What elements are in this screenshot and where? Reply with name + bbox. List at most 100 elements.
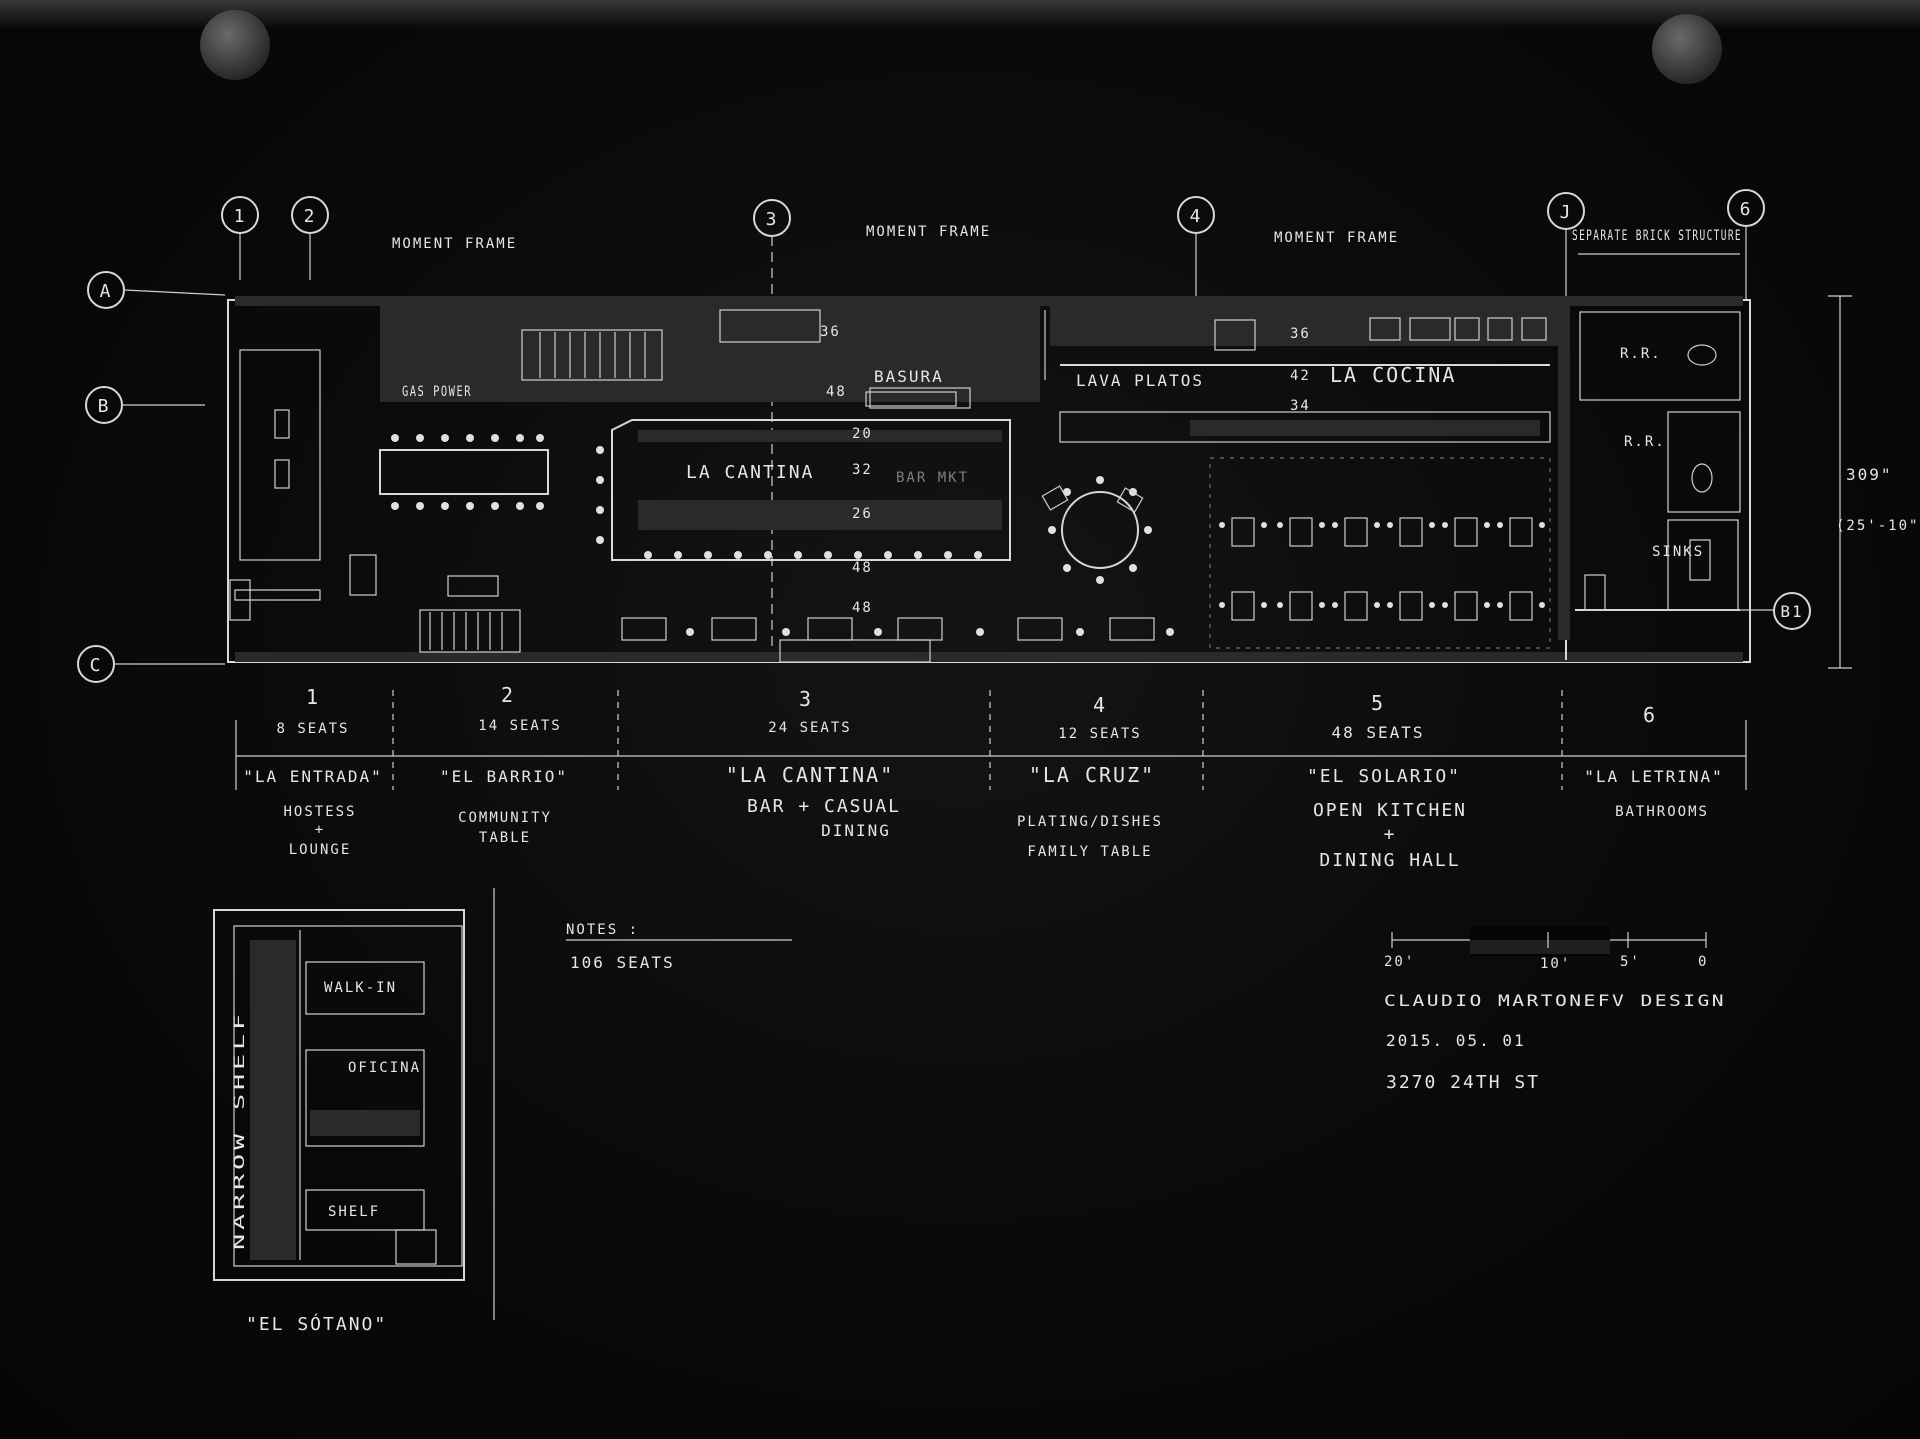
zone-dimension-line [235,690,1747,790]
label-bar-mark: BAR MKT [896,470,969,486]
kitchen [865,310,1551,443]
zone-6-desc-1: BATHROOMS [1615,804,1709,820]
label-rr-1: R.R. [1620,346,1662,362]
zone-2: 2 14 SEATS "EL BARRIO" COMMUNITY TABLE [440,683,568,846]
label-moment-frame-3: MOMENT FRAME [1274,230,1399,246]
scale-label-0: 0 [1698,954,1708,970]
detail-tag-b1: B1 [1780,602,1803,621]
dim-48a: 48 [826,384,847,400]
zone-4-desc-2: FAMILY TABLE [1027,844,1152,860]
zone-3-desc-1: BAR + CASUAL [747,796,901,817]
dining-hall-tables [1209,457,1551,649]
label-gas-power: GAS POWER [402,384,472,400]
dim-48c: 48 [852,600,873,616]
grid-row-b: B [98,396,111,417]
label-oficina: OFICINA [348,1060,421,1076]
designer-name: CLAUDIO MARTONEFV DESIGN [1384,991,1726,1010]
paper-roll-edge [0,0,1920,28]
zone-5-desc-2: + [1384,824,1397,845]
basement-plan [213,888,495,1320]
basement-labels: WALK-IN OFICINA SHELF NARROW SHELF "EL S… [232,980,421,1335]
dim-26: 26 [852,506,873,522]
dim-overall-ft: (25'-10") [1836,518,1920,534]
site-address: 3270 24TH ST [1386,1072,1540,1093]
scale-label-5: 5' [1620,954,1641,970]
zone-4-name: "LA CRUZ" [1029,763,1155,787]
entrance-lounge [229,349,377,621]
label-separate-brick: SEPARATE BRICK STRUCTURE [1572,228,1742,244]
zone-1-number: 1 [306,685,320,709]
label-moment-frame-2: MOMENT FRAME [866,224,991,240]
zone-4-number: 4 [1093,693,1107,717]
zone-4: 4 12 SEATS "LA CRUZ" PLATING/DISHES FAMI… [1017,693,1163,860]
zone-1-seats: 8 SEATS [276,721,349,737]
label-narrow-shelf: NARROW SHELF [232,1010,248,1250]
zone-5: 5 48 SEATS "EL SOLARIO" OPEN KITCHEN + D… [1307,691,1467,871]
drawing-date: 2015. 05. 01 [1386,1031,1526,1050]
grid-col-2: 2 [304,206,317,227]
dim-36: 36 [820,324,841,340]
dim-42: 42 [1290,368,1311,384]
zone-5-number: 5 [1371,691,1385,715]
label-la-cocina: LA COCINA [1330,363,1456,387]
zone-1-name: "LA ENTRADA" [243,767,383,786]
label-sinks: SINKS [1652,544,1704,560]
stair [521,309,821,381]
grid-col-1: 1 [234,206,247,227]
label-lava-platos: LAVA PLATOS [1076,371,1204,390]
grid-col-j: J [1560,202,1573,223]
zone-3-desc-2: DINING [821,821,891,840]
bar-counter [596,387,1011,663]
zone-2-number: 2 [501,683,515,707]
label-walk-in: WALK-IN [324,980,397,996]
zone-4-seats: 12 SEATS [1058,726,1141,742]
zone-3-name: "LA CANTINA" [726,763,895,787]
zone-labels: 1 8 SEATS "LA ENTRADA" HOSTESS + LOUNGE … [243,683,1724,871]
grid-col-6: 6 [1740,199,1753,220]
zone-6-name: "LA LETRINA" [1584,767,1724,786]
zone-2-desc-1: COMMUNITY [458,810,552,826]
zone-3-number: 3 [799,687,813,711]
dim-34: 34 [1290,398,1311,414]
scale-label-10: 10' [1540,956,1571,972]
restrooms [1579,311,1741,611]
row-gridlines: A B C B1 [77,271,1811,683]
basement-title: "EL SÓTANO" [246,1313,387,1335]
overall-dimension [1578,253,1852,669]
grid-col-4: 4 [1190,206,1203,227]
zone-2-seats: 14 SEATS [478,718,561,734]
zone-2-desc-2: TABLE [479,830,531,846]
notes-line-1: 106 SEATS [570,953,675,972]
zone-2-name: "EL BARRIO" [440,767,568,786]
magnet-pin-icon [200,10,270,80]
zone-5-desc-1: OPEN KITCHEN [1313,800,1467,821]
zone-3-seats: 24 SEATS [768,720,851,736]
zone-4-desc-1: PLATING/DISHES [1017,814,1163,830]
plan-annotations: MOMENT FRAME MOMENT FRAME MOMENT FRAME S… [392,224,1920,616]
dim-overall: 309" [1846,465,1893,484]
zone-5-name: "EL SOLARIO" [1307,766,1461,787]
zone-6-number: 6 [1643,703,1657,727]
scale-bar [1391,926,1707,956]
notes: NOTES : 106 SEATS [566,922,675,972]
zone-1-desc-1: HOSTESS [283,804,356,820]
magnet-pin-icon [1652,14,1722,84]
dim-20: 20 [852,426,873,442]
label-rr-2: R.R. [1624,434,1666,450]
column-gridlines: 1 2 3 4 J 6 [221,189,1765,660]
dim-32: 32 [852,462,873,478]
building-outline [227,296,1751,663]
grid-row-c: C [90,655,103,676]
label-basura: BASURA [874,367,944,386]
zone-1-desc-3: LOUNGE [289,842,352,858]
zone-6: 6 "LA LETRINA" BATHROOMS [1584,703,1724,820]
dim-48b: 48 [852,560,873,576]
scale-label-20: 20' [1384,954,1415,970]
scale-labels: 20' 10' 5' 0 [1384,954,1708,972]
label-moment-frame-1: MOMENT FRAME [392,236,517,252]
label-la-cantina-bar: LA CANTINA [686,462,814,483]
notes-heading: NOTES : [566,922,639,938]
dim-36b: 36 [1290,326,1311,342]
